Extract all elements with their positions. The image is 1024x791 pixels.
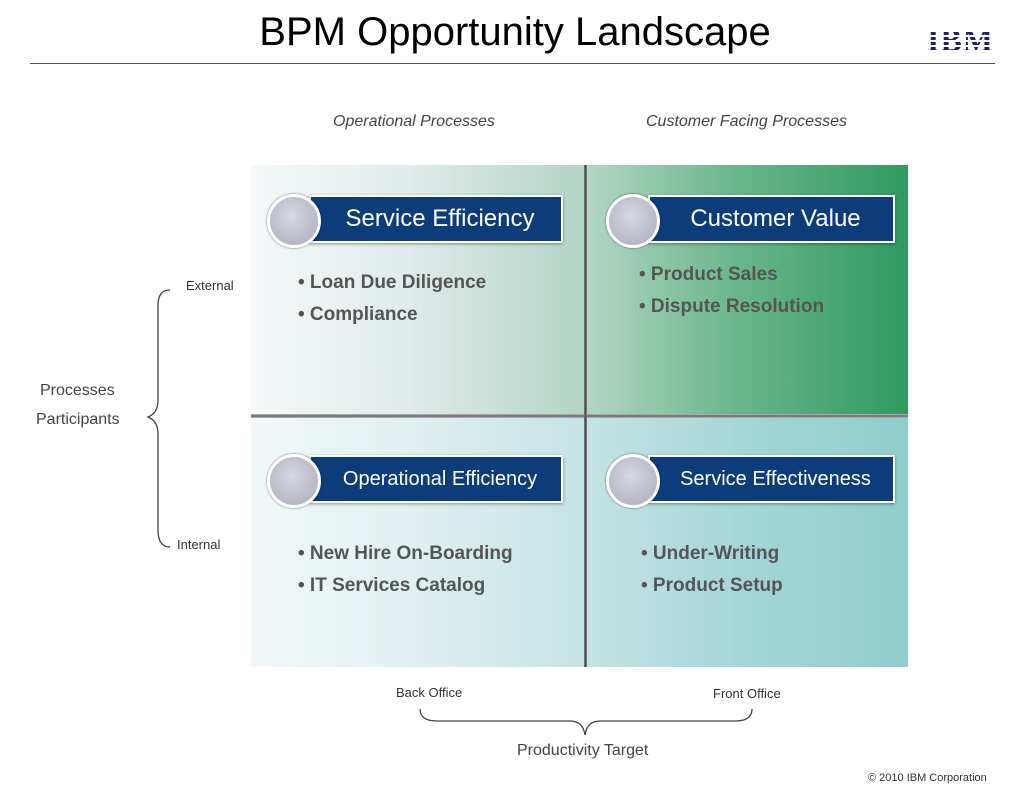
list-item: • Product Sales bbox=[639, 264, 778, 285]
label-front-office: Front Office bbox=[713, 686, 781, 701]
badge-operational-efficiency: Operational Efficiency bbox=[267, 454, 563, 508]
copyright: © 2010 IBM Corporation bbox=[868, 772, 987, 784]
bottom-brace bbox=[419, 708, 753, 736]
quadrant-grid: Service Efficiency • Loan Due Diligence … bbox=[251, 165, 908, 667]
circle-icon bbox=[267, 454, 321, 508]
list-item: • Under-Writing bbox=[641, 543, 780, 564]
left-brace bbox=[146, 289, 171, 548]
badge-title: Service Efficiency bbox=[309, 195, 563, 243]
label-productivity-target: Productivity Target bbox=[517, 742, 649, 759]
badge-service-efficiency: Service Efficiency bbox=[267, 194, 563, 248]
horizontal-divider bbox=[251, 414, 908, 418]
vertical-divider bbox=[584, 165, 587, 667]
side-label-processes: Processes bbox=[40, 382, 115, 399]
badge-title: Service Effectiveness bbox=[648, 455, 895, 503]
title-divider bbox=[30, 63, 995, 64]
list-item: • Compliance bbox=[298, 304, 418, 325]
badge-service-effectiveness: Service Effectiveness bbox=[606, 454, 895, 508]
ibm-logo: IBM bbox=[927, 22, 994, 58]
badge-customer-value: Customer Value bbox=[606, 194, 895, 248]
circle-icon bbox=[267, 194, 321, 248]
column-label-operational: Operational Processes bbox=[333, 113, 495, 130]
circle-icon bbox=[606, 454, 660, 508]
bullet-list: • Loan Due Diligence • Compliance bbox=[298, 267, 486, 331]
list-item: • IT Services Catalog bbox=[298, 575, 486, 596]
list-item: • Dispute Resolution bbox=[639, 296, 825, 317]
bullet-list: • New Hire On-Boarding • IT Services Cat… bbox=[298, 538, 513, 602]
circle-icon bbox=[606, 194, 660, 248]
row-label-external: External bbox=[186, 278, 234, 293]
page-title: BPM Opportunity Landscape bbox=[259, 10, 771, 54]
list-item: • Loan Due Diligence bbox=[298, 272, 487, 293]
bullet-list: • Product Sales • Dispute Resolution bbox=[639, 259, 824, 323]
column-label-customer-facing: Customer Facing Processes bbox=[646, 113, 847, 130]
list-item: • New Hire On-Boarding bbox=[298, 543, 513, 564]
badge-title: Customer Value bbox=[648, 195, 895, 243]
bullet-list: • Under-Writing • Product Setup bbox=[641, 538, 783, 602]
list-item: • Product Setup bbox=[641, 575, 783, 596]
row-label-internal: Internal bbox=[177, 537, 221, 552]
side-label-participants: Participants bbox=[36, 411, 120, 428]
label-back-office: Back Office bbox=[396, 685, 463, 700]
badge-title: Operational Efficiency bbox=[309, 455, 563, 503]
